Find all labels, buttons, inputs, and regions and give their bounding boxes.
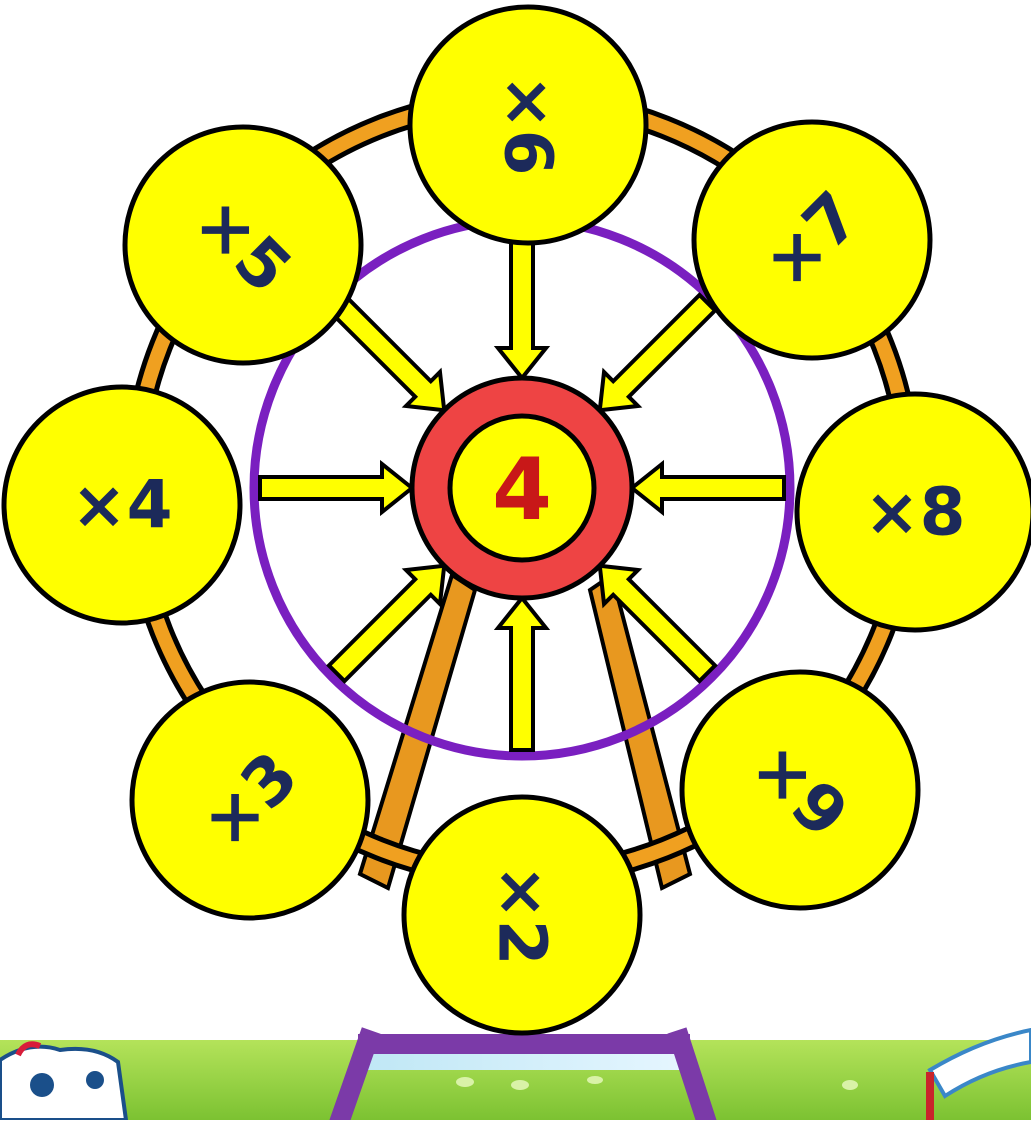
dog-mascot-icon [0, 1044, 126, 1120]
operator-bubble-left[interactable]: ×4 [4, 387, 240, 623]
operator-bubble-bottom[interactable]: ×2 [404, 797, 640, 1033]
operator-label: ×4 [71, 467, 172, 544]
center-hub: 4 [412, 378, 632, 598]
operator-bubble-upper-left[interactable]: ×5 [125, 127, 361, 363]
operator-bubble-upper-right[interactable]: ×7 [694, 122, 930, 358]
center-number: 4 [492, 440, 552, 540]
operator-label: ×8 [864, 474, 965, 551]
operator-label: ×6 [490, 74, 567, 175]
operator-bubble-right[interactable]: ×8 [797, 394, 1031, 630]
operator-bubble-lower-right[interactable]: ×9 [682, 672, 918, 908]
operator-label: ×2 [484, 864, 561, 965]
operator-bubble-top[interactable]: ×6 [410, 7, 646, 243]
operator-bubble-lower-left[interactable]: ×3 [132, 682, 368, 918]
